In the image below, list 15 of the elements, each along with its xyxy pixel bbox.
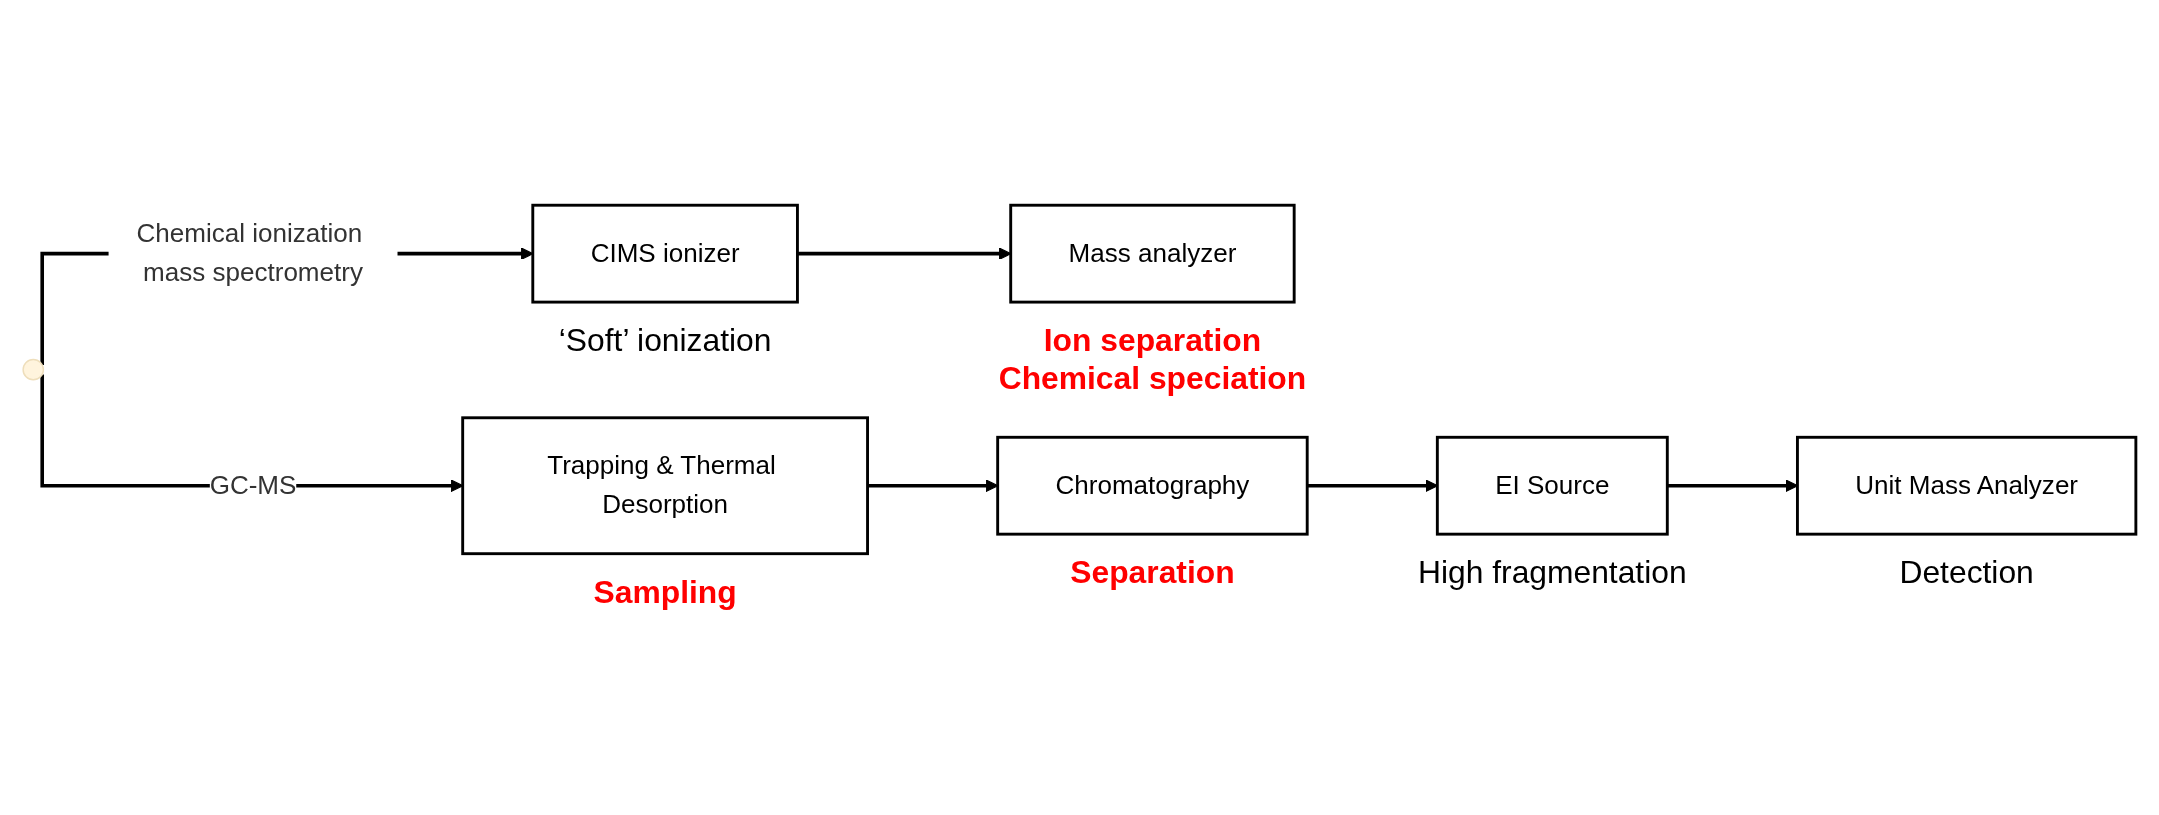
node-box: Mass analyzer	[1009, 203, 1296, 304]
node-caption: Ion separation	[1043, 322, 1262, 359]
node-caption: High fragmentation	[1418, 554, 1687, 591]
edge-label: Chemical ionization mass spectrometry	[136, 218, 363, 287]
node-caption: Sampling	[593, 573, 737, 610]
node-caption: Separation	[1070, 554, 1235, 591]
edge-label: GC-MS	[209, 470, 297, 500]
node-caption: ‘Soft’ ionization	[558, 322, 772, 359]
node-caption: Detection	[1899, 554, 2034, 591]
node-box: Unit Mass Analyzer	[1796, 435, 2138, 536]
node-box: Trapping & Thermal Desorption	[461, 416, 869, 556]
node-box: CIMS ionizer	[531, 203, 799, 304]
node-box: EI Source	[1435, 435, 1669, 536]
node-caption: Chemical speciation	[998, 359, 1307, 396]
node-box: Chromatography	[996, 435, 1309, 536]
